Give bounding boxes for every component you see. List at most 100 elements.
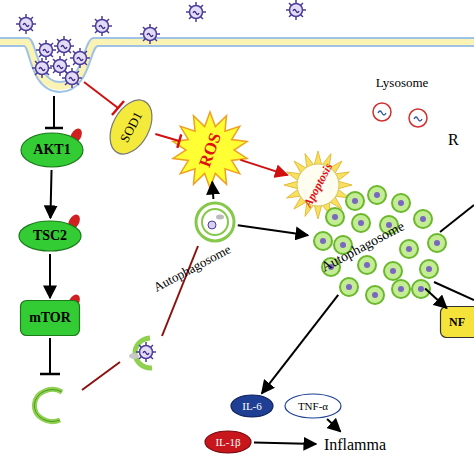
inhibition-bar	[45, 127, 63, 130]
autophagosome-vesicle	[414, 210, 432, 228]
phagophore-edge	[34, 390, 62, 422]
virus	[208, 221, 216, 229]
node-label: IL-6	[242, 401, 262, 412]
autophagosome-vesicle	[412, 280, 430, 298]
virus	[398, 200, 404, 206]
pathway-arrow	[50, 170, 51, 218]
pathway-node: AKT1	[20, 132, 84, 168]
inhibition-line	[84, 82, 118, 108]
autophagosome-vesicle	[366, 286, 384, 304]
pathway-node: Apoptosis	[283, 150, 353, 220]
node-label: NF	[449, 316, 465, 328]
node-label: Inflamma	[324, 437, 386, 453]
phagophore	[135, 338, 152, 368]
virus	[372, 292, 378, 298]
autophagosome-vesicle	[400, 240, 418, 258]
virus	[36, 40, 56, 60]
node-rect	[21, 301, 80, 336]
virus	[374, 192, 380, 198]
pathway-arrow	[254, 443, 316, 444]
autophagosome-vesicle	[384, 262, 402, 280]
pathway-arrow	[238, 225, 308, 235]
node-label: TSC2	[33, 229, 67, 243]
pathway-node: IL-6	[230, 394, 274, 418]
pathway-node: mTOR	[20, 300, 80, 336]
cargo	[216, 215, 224, 220]
phagophore	[34, 390, 62, 422]
virus	[136, 342, 156, 362]
lysosome-vesicle	[373, 103, 391, 121]
virus	[352, 198, 358, 204]
virus	[426, 266, 432, 272]
pathway-arrow	[212, 182, 213, 199]
virus	[406, 246, 412, 252]
virus	[346, 284, 352, 290]
cropped-label: R	[448, 132, 459, 148]
autophagosome-vesicle	[326, 208, 344, 226]
transition-line	[82, 362, 120, 390]
inhibition-line	[49, 338, 51, 374]
ros-burst	[173, 112, 247, 188]
node-ellipse	[231, 395, 273, 417]
pathway-node: NF	[440, 306, 474, 338]
virus	[320, 238, 326, 244]
autophagosome-vesicle	[352, 214, 370, 232]
virus	[390, 268, 396, 274]
virus	[92, 16, 112, 36]
pathway-node: TSC2	[18, 220, 82, 252]
autophagosome-vesicle	[346, 192, 364, 210]
inhibition-line	[53, 96, 55, 128]
node-ellipse	[205, 431, 251, 453]
virus	[54, 36, 74, 56]
autophagosome-outer	[196, 203, 234, 241]
virus	[398, 286, 404, 292]
pathway-arrow	[49, 254, 51, 298]
node-label: mTOR	[29, 311, 71, 325]
pathway-line	[440, 205, 474, 232]
virus	[70, 48, 90, 68]
virus	[434, 240, 440, 246]
virus	[62, 68, 82, 88]
lysosome-vesicle	[409, 109, 427, 127]
autophagosome-vesicle	[314, 232, 332, 250]
pathway-node: SOD1	[108, 98, 154, 156]
pathway-node: Autophagosome	[305, 185, 450, 305]
autophagosome-vesicle	[368, 186, 386, 204]
node-rect	[441, 307, 474, 338]
autophagosome-vesicle	[340, 278, 358, 296]
outcome-node: Inflamma	[318, 432, 392, 458]
virus	[332, 214, 338, 220]
virus	[418, 286, 424, 292]
virus	[358, 220, 364, 226]
pathway-line	[434, 282, 474, 300]
virus	[420, 216, 426, 222]
inhibition-bar	[40, 373, 60, 376]
virus	[186, 2, 206, 22]
pathway-node: IL-1β	[204, 430, 252, 454]
node-ellipse	[285, 394, 341, 418]
node-label: Autophagosome	[151, 242, 232, 293]
autophagosome-vesicle	[392, 194, 410, 212]
virus	[50, 56, 70, 76]
autophagosome-vesicle	[392, 280, 410, 298]
autophagosome-inner	[202, 209, 228, 235]
pathway-arrow	[155, 134, 179, 141]
lysosome-content	[414, 117, 422, 121]
apoptosis-spikes	[284, 151, 352, 219]
pathway-node: Lysosome	[360, 72, 444, 134]
node-label: Lysosome	[376, 76, 429, 89]
autophagosome-vesicle	[428, 234, 446, 252]
node-ellipse	[21, 133, 83, 167]
node-label: IL-1β	[215, 437, 240, 448]
virus	[32, 58, 52, 78]
pathway-node: TNF-α	[284, 393, 342, 419]
pathway-arrow	[240, 160, 287, 175]
pathway-arrow	[262, 295, 338, 393]
node-ellipse	[19, 221, 81, 251]
virus	[16, 14, 36, 34]
pathway-node: Autophagosome	[150, 200, 260, 290]
node-label: TNF-α	[298, 401, 328, 412]
pathway-node: ROS	[171, 111, 249, 189]
virus	[364, 262, 370, 268]
pathway-arrow	[327, 419, 340, 431]
